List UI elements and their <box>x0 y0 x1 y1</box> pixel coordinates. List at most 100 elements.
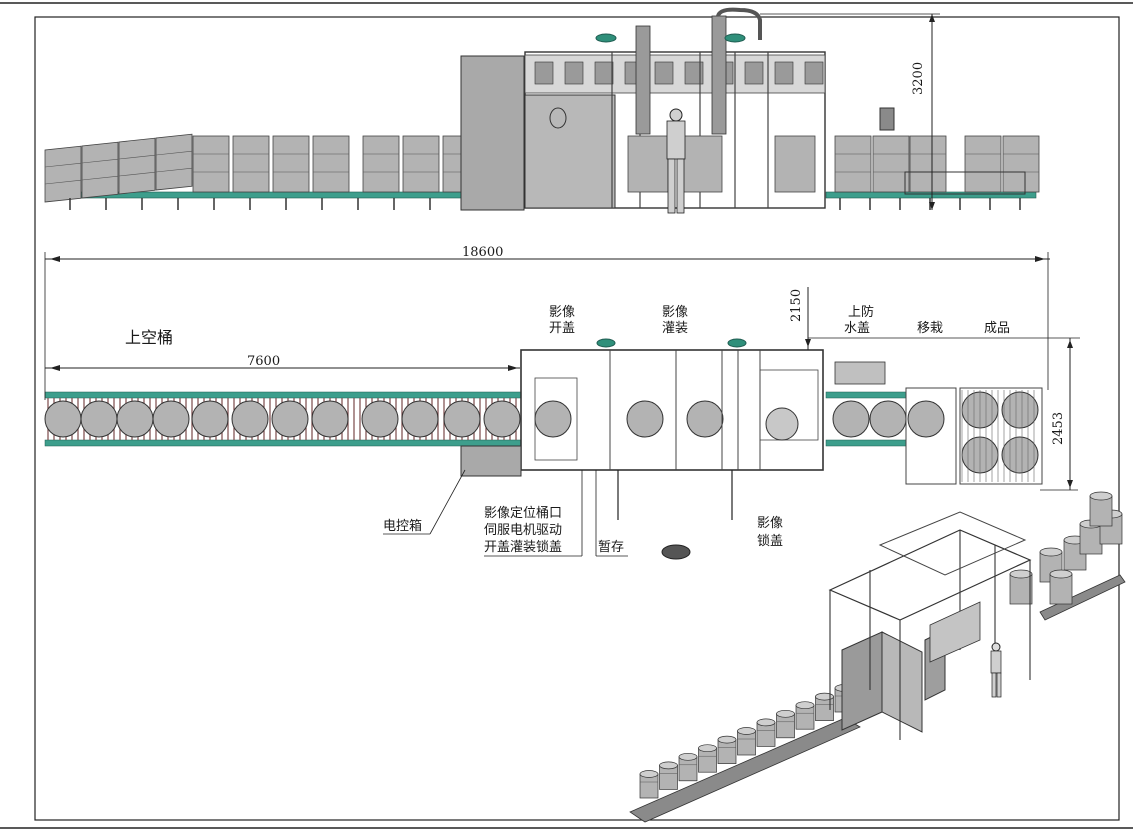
operator-figure <box>666 108 686 214</box>
side-drum <box>232 135 270 193</box>
side-drum <box>192 135 230 193</box>
plan-drum <box>191 400 229 438</box>
side-drum <box>909 135 947 193</box>
side-drum <box>312 135 350 193</box>
finished-pallet-frame <box>959 387 1043 485</box>
iso-operator <box>990 642 1002 698</box>
label-control-box: 电控箱 <box>383 518 422 534</box>
uncap-station <box>534 377 578 461</box>
label-empty-drum-infeed: 上空桶 <box>125 328 173 347</box>
plan-drum <box>80 400 118 438</box>
iso-drum-outfeed <box>1049 569 1073 605</box>
label-vision-fill-line2: 灌装 <box>662 321 688 336</box>
plan-valve-left <box>596 338 616 348</box>
plan-drum <box>116 400 154 438</box>
plan-finished-drum <box>1001 391 1039 429</box>
label-finished: 成品 <box>984 321 1010 336</box>
dim-width-right: 2453 <box>1051 412 1066 445</box>
side-drum <box>402 135 440 193</box>
label-waterproof-cap-line1: 上防 <box>848 304 874 320</box>
label-desc-line1: 影像定位桶口 <box>484 506 562 521</box>
side-drum <box>872 135 910 193</box>
cap-station <box>759 369 819 441</box>
transfer-unit-frame <box>905 387 957 485</box>
drawing-frame <box>34 16 1120 821</box>
plan-drum <box>44 400 82 438</box>
filler-head-left <box>635 25 651 135</box>
valve-handwheel <box>595 33 617 43</box>
side-drum <box>362 135 400 193</box>
iso-drum <box>756 718 776 747</box>
plan-rail-top <box>44 391 522 399</box>
iso-drum <box>698 744 717 773</box>
plan-drum <box>401 400 439 438</box>
plan-drum <box>869 400 907 438</box>
plan-drum <box>534 400 572 438</box>
iso-drum <box>776 709 795 739</box>
buffer-caps <box>661 544 691 560</box>
iso-drum <box>678 752 698 782</box>
iso-control-cabinet-side <box>881 631 923 733</box>
plan-drum <box>832 400 870 438</box>
side-drum <box>272 135 310 193</box>
dim-infeed-length: 7600 <box>247 354 280 369</box>
plan-drum <box>907 400 945 438</box>
iso-drum-outfeed <box>1089 491 1113 527</box>
cap-motor <box>879 107 895 131</box>
label-desc-line2: 伺服电机驱动 <box>484 523 562 538</box>
waterproof-cap-device <box>834 361 886 385</box>
plan-valve-right <box>727 338 747 348</box>
valve-handwheel <box>724 33 746 43</box>
filler-head-right <box>711 15 727 135</box>
cap-turret <box>765 407 799 441</box>
side-control-cabinet <box>460 55 525 211</box>
side-drum-inclined <box>81 141 119 199</box>
plan-rail-bottom-out <box>825 439 907 447</box>
iso-filler-drum-zone <box>929 601 981 663</box>
iso-drum <box>737 727 756 756</box>
side-elevation-view <box>44 7 1040 214</box>
plan-control-box <box>460 445 522 477</box>
text-labels: 3200 18600 7600 2150 2453 上空桶 影像 开盖 影像 灌… <box>125 62 1066 557</box>
transfer-frame <box>904 171 1026 195</box>
plan-view <box>44 338 1043 560</box>
plan-rail-bottom <box>44 439 522 447</box>
side-drum-in-machine <box>681 135 723 193</box>
side-drum <box>834 135 872 193</box>
dim-lid-height: 2150 <box>789 289 804 322</box>
label-vision-cap-line2: 锁盖 <box>757 533 783 549</box>
iso-drum <box>639 770 659 799</box>
isometric-view <box>629 491 1126 823</box>
side-drum-in-machine <box>627 135 669 193</box>
plan-drum <box>311 400 349 438</box>
side-drum <box>1002 135 1040 193</box>
iso-drum <box>795 701 815 730</box>
iso-drum <box>659 761 678 790</box>
iso-drum-outfeed <box>1009 569 1033 605</box>
plan-drum <box>152 400 190 438</box>
dim-total-length: 18600 <box>462 245 503 260</box>
label-transfer: 移栽 <box>917 320 943 336</box>
label-vision-fill-line1: 影像 <box>662 305 688 320</box>
label-vision-uncap-line1: 影像 <box>549 305 575 320</box>
side-machine-panel <box>524 94 616 209</box>
side-drum <box>964 135 1002 193</box>
label-vision-uncap-line2: 开盖 <box>549 321 575 336</box>
iso-infeed-conveyor <box>629 717 861 823</box>
side-machine-window <box>549 107 567 129</box>
outfeed-conveyor-belt <box>825 191 1037 199</box>
dimension-lines <box>44 13 1080 491</box>
iso-drum <box>815 692 834 721</box>
label-desc-line3: 开盖灌装锁盖 <box>484 539 562 555</box>
side-drum-inclined <box>155 133 193 191</box>
plan-drum <box>686 400 724 438</box>
plan-drum <box>483 400 521 438</box>
iso-frame-top <box>828 529 1032 621</box>
plan-rail-top-out <box>825 391 907 399</box>
iso-control-cabinet-front <box>841 631 883 731</box>
plan-machine-frame <box>520 349 824 471</box>
plan-drum <box>443 400 481 438</box>
plan-drum <box>231 400 269 438</box>
side-drum-inclined <box>44 145 82 203</box>
